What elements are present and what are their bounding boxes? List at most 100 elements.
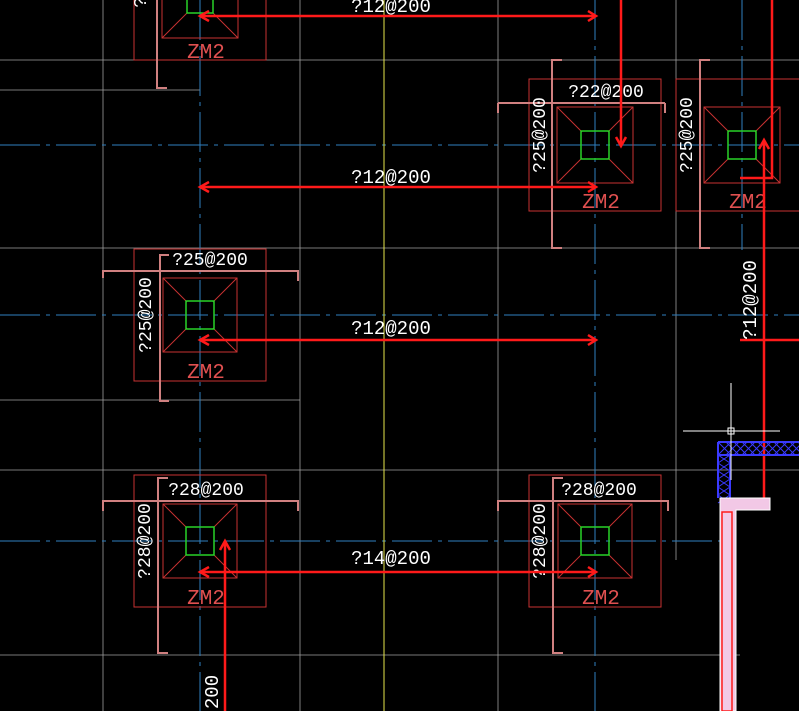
arrowhead	[587, 9, 599, 23]
wall-core	[721, 511, 733, 711]
footing-side-label: ?25@200	[531, 97, 551, 173]
column	[185, 526, 215, 556]
slope-line	[556, 106, 583, 133]
footing-outline	[133, 248, 267, 382]
footing-outline	[133, 0, 267, 61]
footing-zm2[interactable]: ZM2 ?25@200 ?25@200	[102, 248, 299, 402]
arrowhead	[757, 137, 771, 150]
arrowhead	[587, 180, 599, 194]
column	[185, 300, 215, 330]
rebar-label: ?12@200	[351, 167, 431, 189]
section-bracket	[699, 59, 710, 249]
column	[580, 526, 610, 556]
footing-top-label: ?28@200	[168, 481, 244, 501]
footing-id-label: ZM2	[582, 192, 620, 215]
pedestal-outline	[556, 106, 634, 184]
section-bracket	[102, 500, 299, 511]
footing-side-label: ?2	[132, 0, 152, 8]
column	[580, 130, 610, 160]
slope-line	[161, 12, 188, 39]
footing-zm2[interactable]: ZM2 ?22@200 ?25@200	[497, 59, 666, 249]
arrowhead	[197, 333, 210, 347]
section-bracket	[102, 270, 299, 281]
section-bracket	[551, 59, 562, 249]
arrowhead	[197, 9, 210, 23]
rebar-label: ?12@200	[351, 0, 431, 18]
footing-id-label: ZM2	[187, 362, 225, 385]
arrowhead	[197, 180, 210, 194]
hatch-line	[717, 486, 731, 496]
footing-outline	[675, 78, 799, 212]
slope-line	[754, 157, 781, 184]
hatch-line	[717, 470, 731, 480]
arrowhead	[587, 565, 599, 579]
footing-zm2[interactable]: ZM2 ?28@200 ?28@200	[102, 474, 299, 654]
footing-top-label: ?25@200	[172, 251, 248, 271]
footing-id-label: ZM2	[187, 42, 225, 65]
section-bracket	[156, 0, 167, 89]
slope-line	[703, 157, 730, 184]
wall-section	[717, 441, 799, 711]
slope-line	[608, 503, 633, 528]
footing-side-label: ?28@200	[531, 503, 551, 579]
hatch-line	[717, 454, 731, 464]
pedestal-outline	[161, 0, 239, 39]
slope-line	[162, 277, 188, 303]
footing-id-label: ZM2	[582, 588, 620, 611]
hatch-line	[717, 478, 731, 488]
rebar-label: ?12@200	[740, 260, 762, 340]
arrowhead	[587, 333, 599, 347]
rebar-vertical	[740, 0, 774, 180]
slope-line	[608, 554, 633, 579]
footing-zm2[interactable]: ZM2 ?28@200 ?28@200	[497, 474, 669, 654]
pedestal-outline	[162, 277, 238, 353]
footing-id-label: ZM2	[729, 192, 767, 215]
pedestal-outline	[162, 503, 238, 579]
footing-outline	[528, 78, 662, 212]
slope-line	[703, 106, 730, 133]
slope-line	[556, 157, 583, 184]
footings[interactable]: ZM2 ?2 ZM2 ?22@200 ?25@200	[102, 0, 799, 654]
footing-id-label: ZM2	[187, 588, 225, 611]
pedestal-outline	[557, 503, 633, 579]
section-bracket	[552, 477, 563, 654]
footing-outline	[528, 474, 662, 608]
arrowhead	[218, 538, 232, 551]
column	[727, 130, 757, 160]
footing-side-label: ?25@200	[678, 97, 698, 173]
slope-line	[162, 503, 187, 528]
cursor-box	[727, 427, 735, 435]
rebar-lines	[197, 0, 799, 711]
slope-line	[213, 503, 238, 528]
section-bracket	[497, 500, 669, 511]
footing-outline	[133, 474, 267, 608]
crosshair-cursor	[683, 383, 780, 480]
rebar-label: 200	[202, 675, 224, 709]
slope-line	[557, 503, 582, 528]
slope-line	[754, 106, 781, 133]
hatch-line	[789, 445, 799, 456]
footing-zm2[interactable]: ZM2 ?25@200	[675, 59, 799, 249]
hatch-line	[717, 462, 731, 472]
slope-line	[162, 554, 187, 579]
section-bracket	[159, 254, 169, 402]
section-bracket	[157, 477, 168, 654]
column	[186, 0, 214, 14]
rebar-labels: ?12@200 ?12@200 ?12@200 ?14@200 ?12@200 …	[202, 0, 762, 709]
footing-top-label: ?22@200	[568, 83, 644, 103]
slope-line	[162, 327, 188, 353]
footing-zm2[interactable]: ZM2 ?2	[132, 0, 267, 89]
arrowhead	[197, 565, 210, 579]
slope-line	[212, 277, 238, 303]
pedestal-outline	[703, 106, 781, 184]
footing-top-label: ?28@200	[561, 481, 637, 501]
rebar-label: ?14@200	[351, 548, 431, 570]
arrowhead	[614, 136, 628, 149]
footing-side-label: ?25@200	[137, 277, 157, 353]
slope-line	[607, 157, 634, 184]
footing-side-label: ?28@200	[136, 503, 156, 579]
